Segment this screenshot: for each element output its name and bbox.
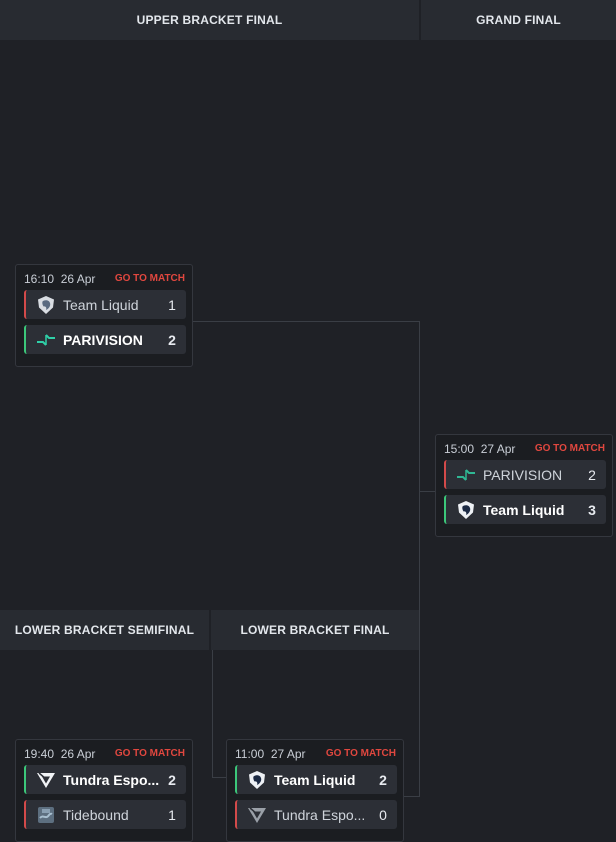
team-score: 1 xyxy=(168,806,176,823)
connector-vertical-main xyxy=(419,321,420,797)
team-score: 2 xyxy=(168,771,176,788)
header-lower-bracket-final: LOWER BRACKET FINAL xyxy=(211,610,419,650)
go-to-match-link[interactable]: GO TO MATCH xyxy=(114,748,185,759)
team-name: Team Liquid xyxy=(63,296,139,313)
team-row[interactable]: PARIVISION 2 xyxy=(24,325,186,354)
match-datetime: 11:00 27 Apr xyxy=(235,747,306,761)
team-row[interactable]: Team Liquid 1 xyxy=(24,290,186,319)
team-name: Tundra Espo... xyxy=(274,806,366,823)
team-score: 2 xyxy=(379,771,387,788)
team-row[interactable]: Tundra Espo... 2 xyxy=(24,765,186,794)
team-liquid-logo-icon xyxy=(38,295,54,314)
team-row[interactable]: Tundra Espo... 0 xyxy=(235,800,397,829)
team-name: Tidebound xyxy=(63,806,129,823)
go-to-match-link[interactable]: GO TO MATCH xyxy=(114,273,185,284)
header-lower-bracket-semifinal: LOWER BRACKET SEMIFINAL xyxy=(0,610,209,650)
team-row[interactable]: Tidebound 1 xyxy=(24,800,186,829)
match-datetime: 16:10 26 Apr xyxy=(24,272,96,286)
connector-ubf-right xyxy=(193,321,420,322)
team-name: Team Liquid xyxy=(274,771,356,788)
match-card-lower-bracket-semifinal: 19:40 26 Apr GO TO MATCH Tundra Espo... … xyxy=(15,739,193,842)
connector-lbs-to-lbf xyxy=(212,777,226,778)
parivision-logo-icon xyxy=(457,468,475,481)
connector-to-grand-final xyxy=(419,491,435,492)
connector-lbs-vertical xyxy=(212,650,213,777)
go-to-match-link[interactable]: GO TO MATCH xyxy=(534,443,605,454)
go-to-match-link[interactable]: GO TO MATCH xyxy=(325,748,396,759)
tundra-logo-icon xyxy=(248,806,266,823)
team-row[interactable]: PARIVISION 2 xyxy=(444,460,606,489)
tundra-logo-icon xyxy=(37,771,55,788)
connector-lbf-right xyxy=(404,796,420,797)
header-grand-final: GRAND FINAL xyxy=(421,0,616,40)
team-score: 3 xyxy=(588,501,596,518)
match-card-grand-final: 15:00 27 Apr GO TO MATCH PARIVISION 2 Te… xyxy=(435,434,613,537)
match-datetime: 15:00 27 Apr xyxy=(444,442,516,456)
team-liquid-logo-icon xyxy=(458,500,474,519)
team-score: 2 xyxy=(588,466,596,483)
tidebound-logo-icon xyxy=(38,806,54,823)
team-name: PARIVISION xyxy=(483,466,563,483)
team-name: Tundra Espo... xyxy=(63,771,160,788)
match-card-upper-bracket-final: 16:10 26 Apr GO TO MATCH Team Liquid 1 P… xyxy=(15,264,193,367)
parivision-logo-icon xyxy=(37,333,55,346)
team-score: 1 xyxy=(168,296,176,313)
team-score: 2 xyxy=(168,331,176,348)
match-datetime: 19:40 26 Apr xyxy=(24,747,96,761)
match-card-lower-bracket-final: 11:00 27 Apr GO TO MATCH Team Liquid 2 T… xyxy=(226,739,404,842)
team-row[interactable]: Team Liquid 2 xyxy=(235,765,397,794)
team-score: 0 xyxy=(379,806,387,823)
header-upper-bracket-final: UPPER BRACKET FINAL xyxy=(0,0,419,40)
team-name: Team Liquid xyxy=(483,501,565,518)
team-name: PARIVISION xyxy=(63,331,143,348)
team-row[interactable]: Team Liquid 3 xyxy=(444,495,606,524)
team-liquid-logo-icon xyxy=(249,770,265,789)
